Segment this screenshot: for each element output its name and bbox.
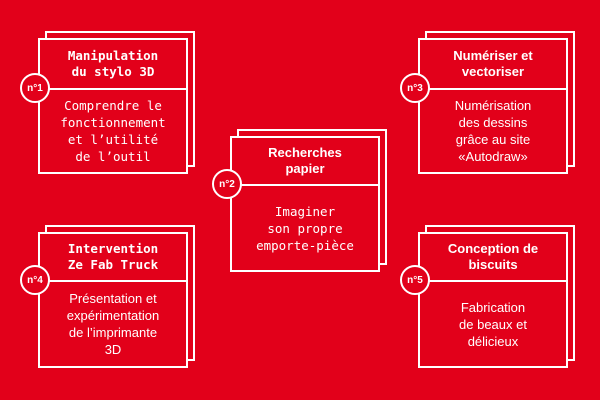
- step-description: Numérisation des dessins grâce au site «…: [454, 98, 532, 164]
- step-card-2: Recherches papier Imaginer son propre em…: [212, 129, 387, 272]
- card-front: Numériser et vectoriser Numérisation des…: [418, 38, 568, 174]
- step-card-4: Intervention Ze Fab Truck Présentation e…: [20, 225, 195, 368]
- step-title: Numériser et vectoriser: [420, 40, 566, 90]
- step-description: Imaginer son propre emporte-pièce: [256, 203, 354, 253]
- step-title: Intervention Ze Fab Truck: [40, 234, 186, 282]
- card-front: Manipulation du stylo 3D Comprendre le f…: [38, 38, 188, 174]
- card-front: Conception de biscuits Fabrication de be…: [418, 232, 568, 368]
- step-description: Comprendre le fonctionnement et l’utilit…: [60, 98, 166, 164]
- step-number-badge: n°2: [212, 169, 242, 199]
- step-number-badge: n°3: [400, 73, 430, 103]
- step-card-5: Conception de biscuits Fabrication de be…: [400, 225, 575, 368]
- step-number-badge: n°4: [20, 265, 50, 295]
- step-card-1: Manipulation du stylo 3D Comprendre le f…: [20, 31, 195, 174]
- step-card-3: Numériser et vectoriser Numérisation des…: [400, 31, 575, 174]
- card-front: Intervention Ze Fab Truck Présentation e…: [38, 232, 188, 368]
- step-title: Conception de biscuits: [420, 234, 566, 282]
- step-number-badge: n°5: [400, 265, 430, 295]
- step-title: Manipulation du stylo 3D: [40, 40, 186, 90]
- step-title: Recherches papier: [232, 138, 378, 186]
- step-description: Fabrication de beaux et délicieux: [459, 299, 527, 349]
- step-description: Présentation et expérimentation de l’imp…: [66, 291, 160, 357]
- step-number-badge: n°1: [20, 73, 50, 103]
- card-front: Recherches papier Imaginer son propre em…: [230, 136, 380, 272]
